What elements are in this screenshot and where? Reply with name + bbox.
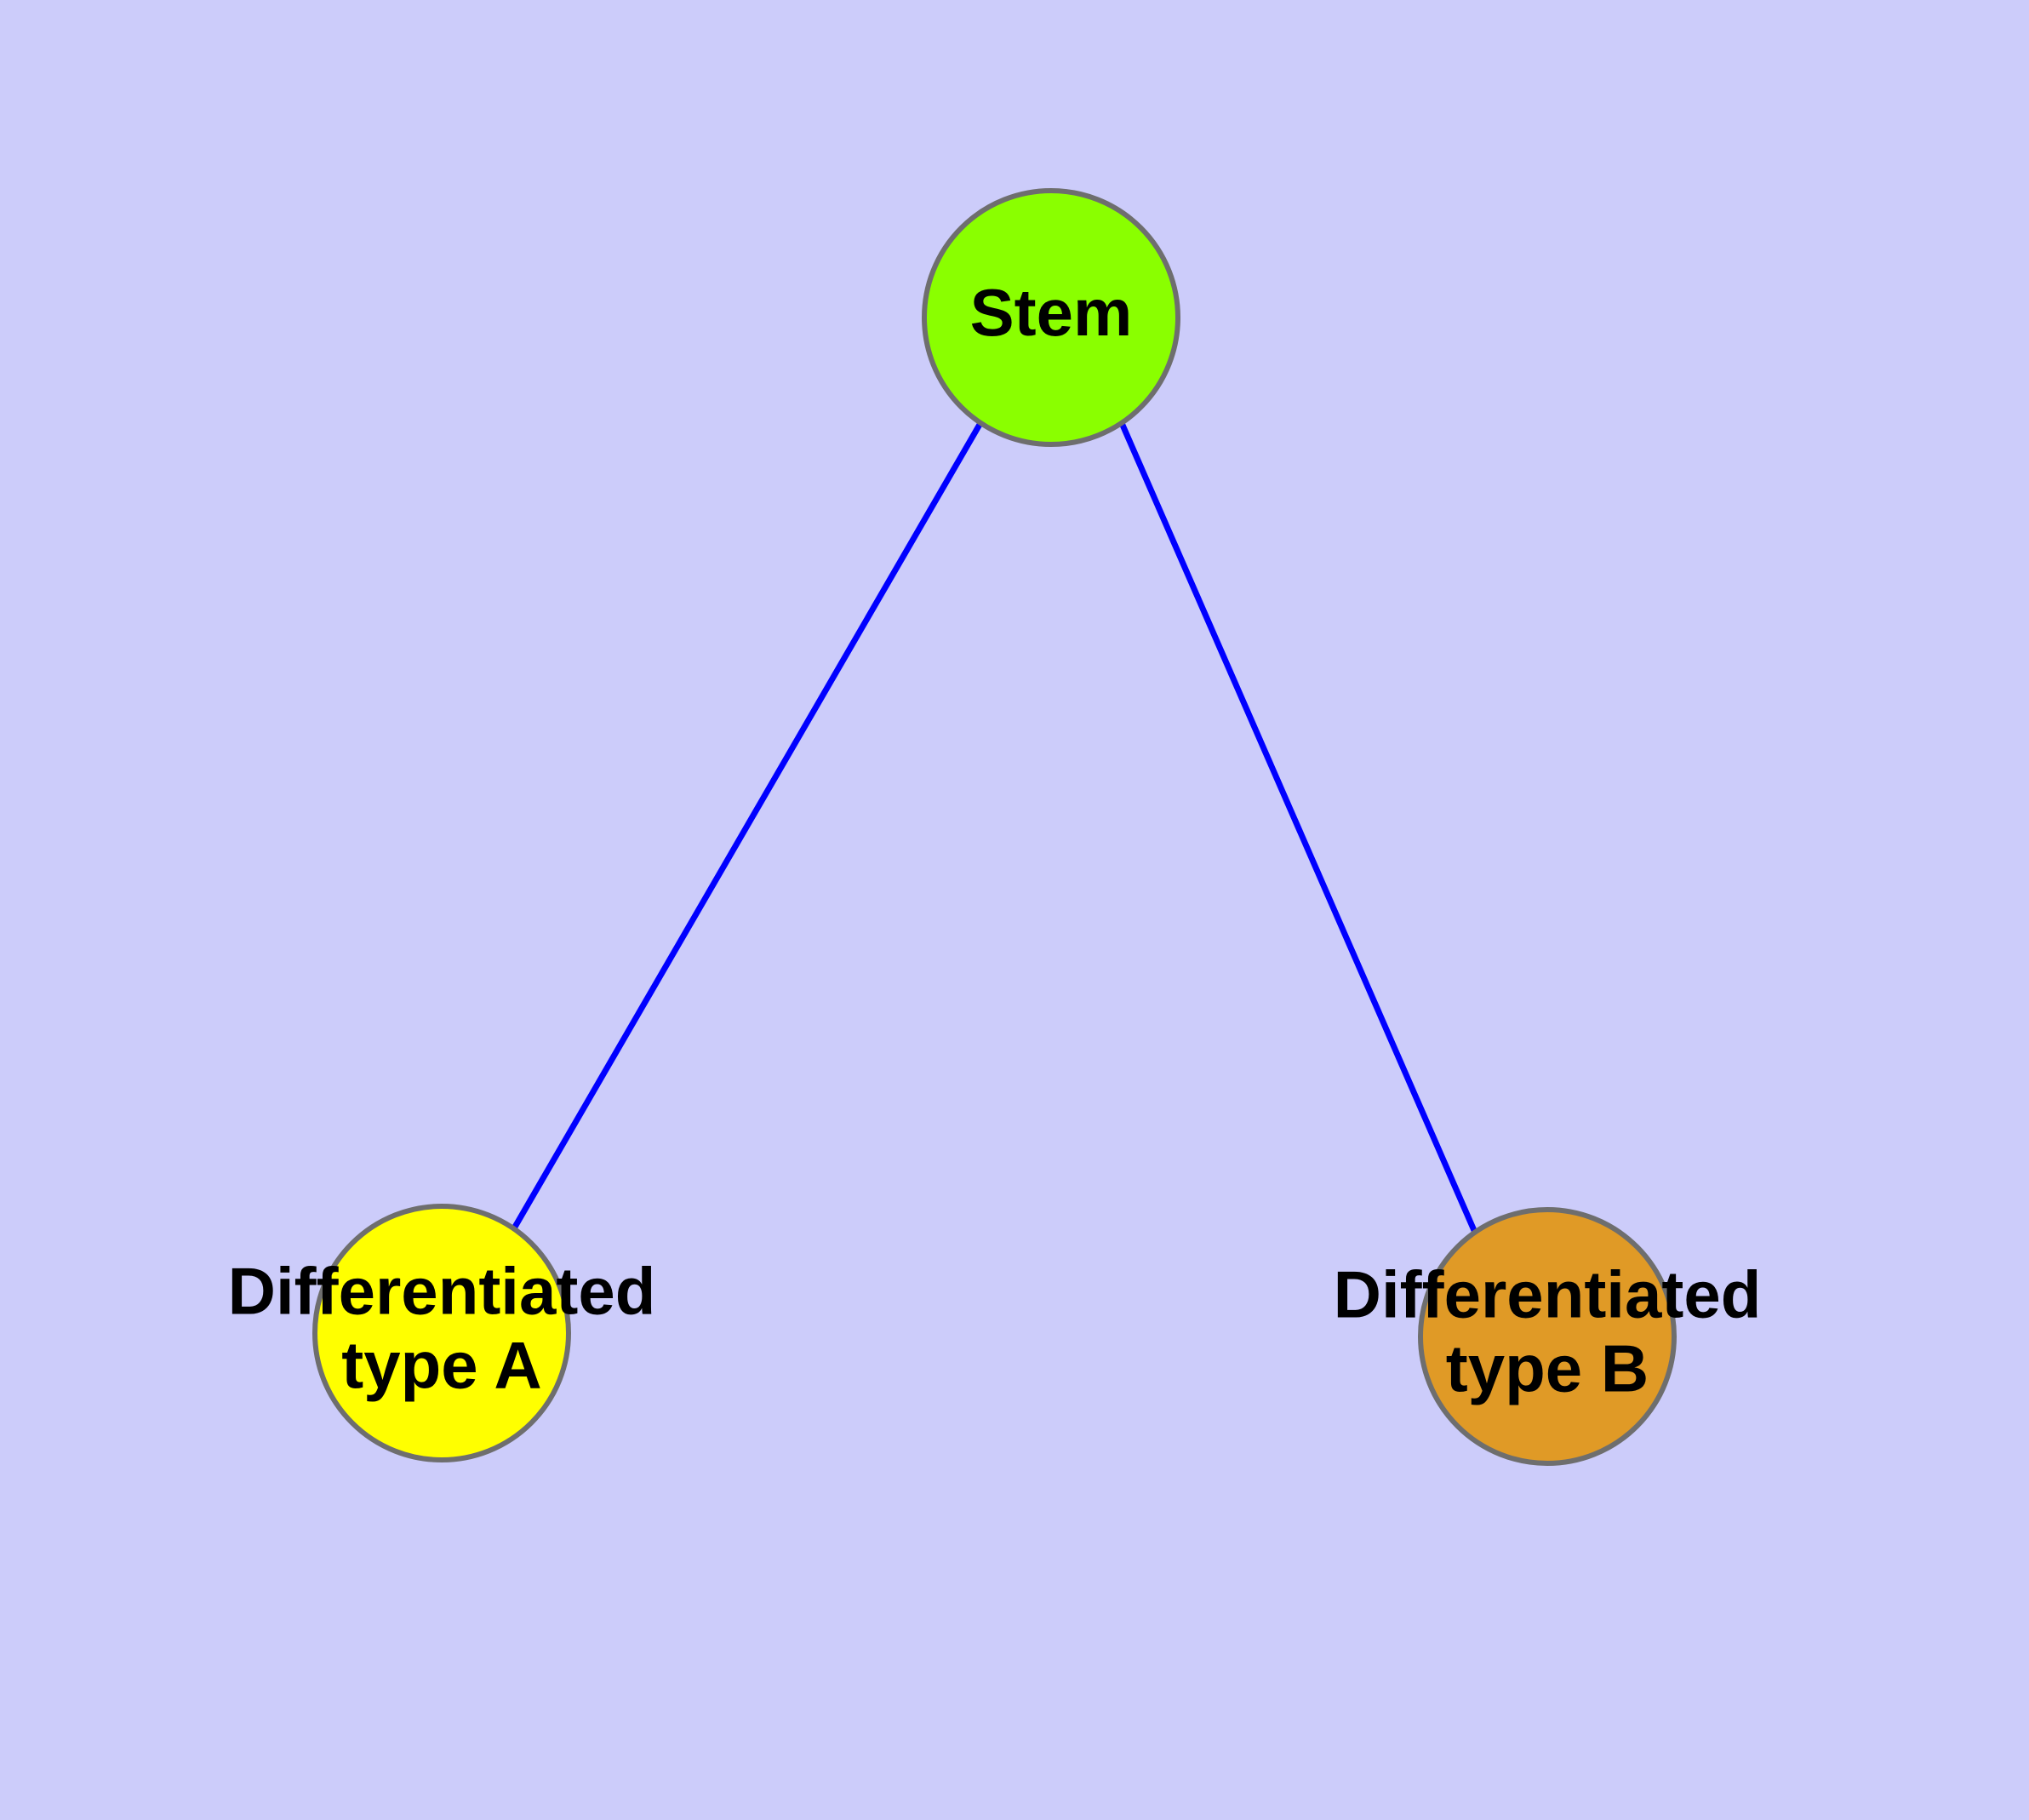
- node-circle-diff-a[interactable]: [312, 1204, 571, 1462]
- edge-stem-to-diff-a: [511, 421, 984, 1230]
- node-label-stem: Stem: [970, 275, 1133, 350]
- node-label-line: type A: [341, 1327, 542, 1402]
- node-circle-diff-b[interactable]: [1418, 1207, 1677, 1466]
- node-label-line: Stem: [970, 275, 1133, 350]
- node-stem[interactable]: Stem: [922, 188, 1180, 447]
- edge-stem-to-diff-b: [1118, 421, 1479, 1236]
- node-label-line: type B: [1446, 1331, 1649, 1405]
- node-circle-stem[interactable]: [922, 188, 1180, 447]
- node-label-line: Differentiated: [1334, 1256, 1762, 1331]
- edges-layer: [511, 421, 1479, 1236]
- node-label-line: Differentiated: [228, 1253, 656, 1328]
